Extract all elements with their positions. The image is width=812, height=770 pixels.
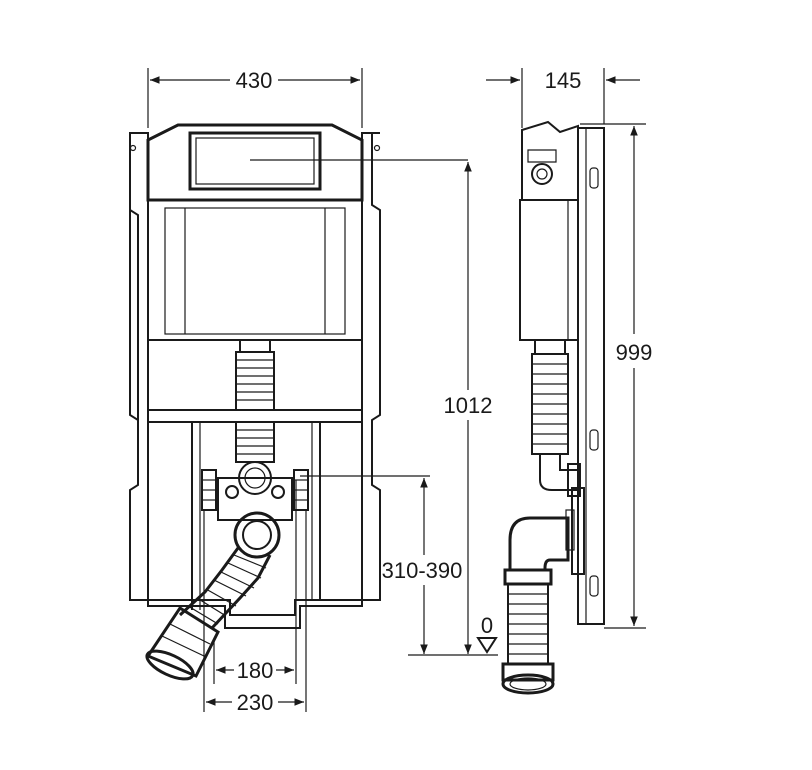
label-145: 145 xyxy=(545,68,582,93)
drain-pipe xyxy=(145,511,281,681)
label-0: 0 xyxy=(481,613,493,638)
dim-total-height-front: 1012 xyxy=(444,162,493,654)
label-310-390: 310-390 xyxy=(382,558,463,583)
label-999: 999 xyxy=(616,340,653,365)
flush-pipe xyxy=(235,339,275,463)
dim-drain-height: 310-390 xyxy=(382,478,463,654)
front-view xyxy=(129,123,468,681)
dim-frame-depth: 145 xyxy=(486,68,640,128)
dim-inner-spacing: 180 xyxy=(213,480,297,684)
dim-frame-width: 430 xyxy=(147,68,363,128)
connection-bracket xyxy=(201,461,309,521)
side-view xyxy=(501,120,605,695)
label-230: 230 xyxy=(237,690,274,715)
dim-total-height-side: 999 xyxy=(580,123,653,629)
dim-outer-spacing: 230 xyxy=(203,510,307,715)
floor-level-marker: 0 xyxy=(408,613,498,656)
label-430: 430 xyxy=(236,68,273,93)
label-180: 180 xyxy=(237,658,274,683)
label-1012: 1012 xyxy=(444,393,493,418)
